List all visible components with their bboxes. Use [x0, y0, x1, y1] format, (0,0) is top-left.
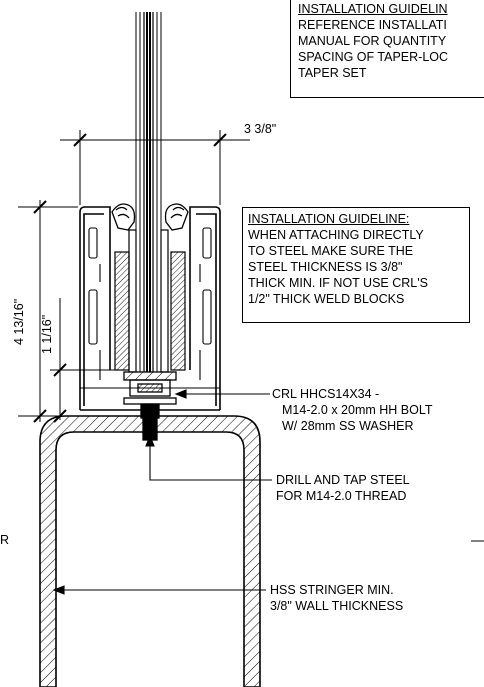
- callout-stringer-line: HSS STRINGER MIN.: [270, 583, 394, 597]
- callout-drill-line: FOR M14-2.0 THREAD: [276, 489, 407, 503]
- note-middle-line: THICK MIN. IF NOT USE CRL'S: [248, 276, 428, 290]
- note-box-middle: [242, 207, 470, 323]
- note-middle-line: TO STEEL MAKE SURE THE: [248, 244, 414, 258]
- callout-drill: DRILL AND TAP STEEL FOR M14-2.0 THREAD: [276, 472, 410, 504]
- gaskets: [111, 203, 189, 231]
- dimension-overall-height-label: 4 13/16": [12, 298, 26, 345]
- note-top-line: MANUAL FOR QUANTITY: [298, 34, 447, 48]
- callout-bolt-line: W/ 28mm SS WASHER: [282, 419, 414, 433]
- dimension-overall-height: [18, 200, 78, 423]
- callout-bolt: CRL HHCS14X34 - M14-2.0 x 20mm HH BOLT W…: [272, 386, 433, 434]
- installation-note-top: INSTALLATION GUIDELIN REFERENCE INSTALLA…: [298, 1, 448, 81]
- note-middle-title: INSTALLATION GUIDELINE:: [248, 212, 410, 226]
- installation-note-middle: INSTALLATION GUIDELINE: WHEN ATTACHING D…: [248, 211, 428, 307]
- glass-panel: [135, 12, 162, 372]
- note-top-title: INSTALLATION GUIDELIN: [298, 2, 448, 16]
- dimension-base-height-label: 1 1/16": [40, 314, 54, 354]
- callout-bolt-line: M14-2.0 x 20mm HH BOLT: [282, 403, 433, 417]
- note-top-line: TAPER SET: [298, 66, 367, 80]
- callout-bolt-line: CRL HHCS14X34 -: [272, 387, 380, 401]
- dimension-width: [60, 130, 250, 205]
- note-middle-line: WHEN ATTACHING DIRECTLY: [248, 228, 424, 242]
- note-middle-line: 1/2" THICK WELD BLOCKS: [248, 292, 405, 306]
- callout-stringer: HSS STRINGER MIN. 3/8" WALL THICKNESS: [270, 582, 403, 614]
- dimension-base-height: [50, 298, 122, 423]
- callout-stringer-line: 3/8" WALL THICKNESS: [270, 599, 404, 613]
- callout-leaders: [52, 389, 272, 595]
- edge-fragment-text: R: [0, 533, 10, 547]
- note-middle-line: STEEL THICKNESS IS 3/8": [248, 260, 403, 274]
- note-box-top: [290, 0, 484, 98]
- dimension-width-label: 3 3/8": [244, 122, 277, 136]
- note-top-line: REFERENCE INSTALLATI: [298, 18, 447, 32]
- hss-stringer: [39, 415, 261, 687]
- note-top-line: SPACING OF TAPER-LOC: [298, 50, 449, 64]
- callout-drill-line: DRILL AND TAP STEEL: [276, 473, 410, 487]
